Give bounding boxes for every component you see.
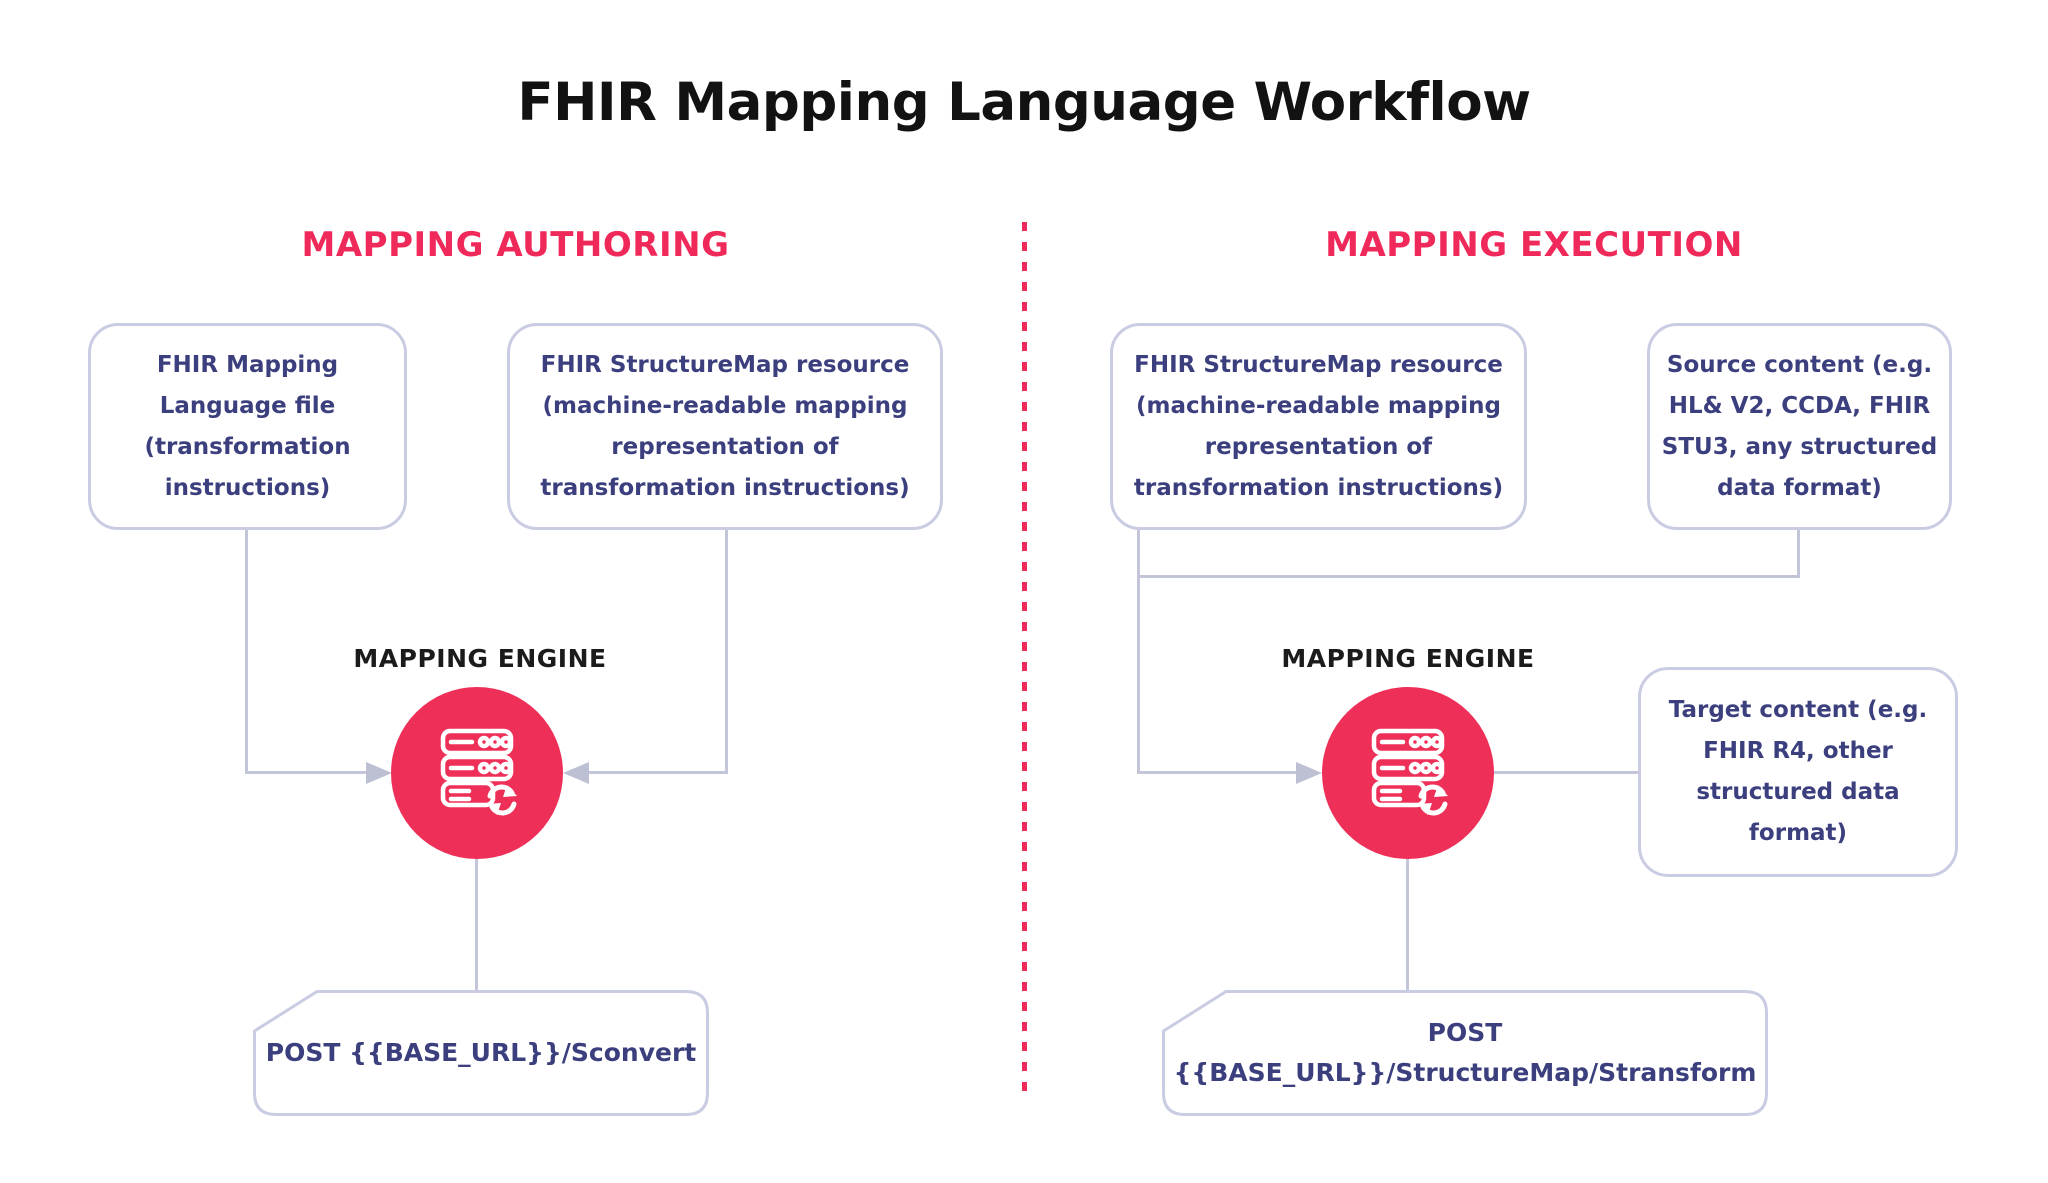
post-endpoint-box-execution: POST {{BASE_URL}}/StructureMap/Stransfor… xyxy=(1162,990,1768,1116)
box-line: FHIR StructureMap resource xyxy=(1134,351,1503,378)
connector-line xyxy=(245,530,248,774)
box-line: structured data xyxy=(1696,779,1900,805)
box-structuremap-resource-authoring: FHIR StructureMap resource (machine-read… xyxy=(507,323,943,530)
box-line: representation of xyxy=(1204,433,1433,460)
arrow-left-icon xyxy=(563,762,589,784)
box-line: FHIR StructureMap resource xyxy=(540,351,910,378)
chamfered-box-shape xyxy=(253,990,709,1116)
box-line: FHIR Mapping xyxy=(156,351,339,378)
arrow-right-icon xyxy=(1296,762,1322,784)
connector-line xyxy=(475,858,478,990)
box-line: HL& V2, CCDA, FHIR xyxy=(1668,392,1931,419)
box-line: (machine-readable mapping xyxy=(1136,392,1501,419)
connector-line xyxy=(1797,530,1800,578)
connector-line xyxy=(1137,530,1140,774)
post-endpoint-text: POST xyxy=(1427,1018,1503,1047)
mapping-engine-label-execution: MAPPING ENGINE xyxy=(1281,644,1535,673)
connector-line xyxy=(246,771,368,774)
box-line: (machine-readable mapping xyxy=(542,392,908,419)
box-line: transformation instructions) xyxy=(540,474,910,501)
box-line: transformation instructions) xyxy=(1133,474,1504,501)
box-line: representation of xyxy=(611,433,839,460)
connector-line xyxy=(1138,771,1298,774)
server-sync-icon xyxy=(1371,728,1448,816)
mapping-engine-circle-authoring xyxy=(391,687,563,859)
box-fhir-mapping-language-file: FHIR Mapping Language file (transformati… xyxy=(88,323,407,530)
box-source-content: Source content (e.g. HL& V2, CCDA, FHIR … xyxy=(1647,323,1952,530)
server-sync-icon xyxy=(440,728,517,816)
box-line: Source content (e.g. xyxy=(1666,351,1933,378)
box-line: FHIR R4, other xyxy=(1703,738,1893,764)
box-target-content: Target content (e.g. FHIR R4, other stru… xyxy=(1638,667,1958,877)
connector-line xyxy=(1138,575,1800,578)
connector-line xyxy=(725,530,728,774)
box-line: Target content (e.g. xyxy=(1668,697,1928,723)
post-endpoint-box-authoring: POST {{BASE_URL}}/Sconvert xyxy=(253,990,709,1116)
mapping-engine-circle-execution xyxy=(1322,687,1494,859)
box-line: data format) xyxy=(1717,474,1882,501)
chamfered-box-shape xyxy=(1162,990,1768,1116)
box-line: instructions) xyxy=(164,474,331,501)
box-structuremap-resource-execution: FHIR StructureMap resource (machine-read… xyxy=(1110,323,1527,530)
post-endpoint-text: POST {{BASE_URL}}/Sconvert xyxy=(265,1038,697,1067)
box-line: Language file xyxy=(159,392,336,419)
mapping-engine-label-authoring: MAPPING ENGINE xyxy=(353,644,607,673)
section-header-mapping-authoring: MAPPING AUTHORING xyxy=(301,225,730,265)
connector-line xyxy=(1406,859,1409,990)
section-divider-dashed-line xyxy=(1022,222,1027,1100)
section-header-mapping-execution: MAPPING EXECUTION xyxy=(1325,225,1743,265)
box-line: (transformation xyxy=(144,433,351,460)
page-title: FHIR Mapping Language Workflow xyxy=(517,72,1531,133)
connector-line xyxy=(1494,771,1638,774)
connector-line xyxy=(589,771,728,774)
box-line: STU3, any structured xyxy=(1661,433,1938,460)
box-line: format) xyxy=(1748,820,1848,846)
arrow-right-icon xyxy=(366,762,392,784)
post-endpoint-text: {{BASE_URL}}/StructureMap/Stransform xyxy=(1173,1058,1757,1087)
